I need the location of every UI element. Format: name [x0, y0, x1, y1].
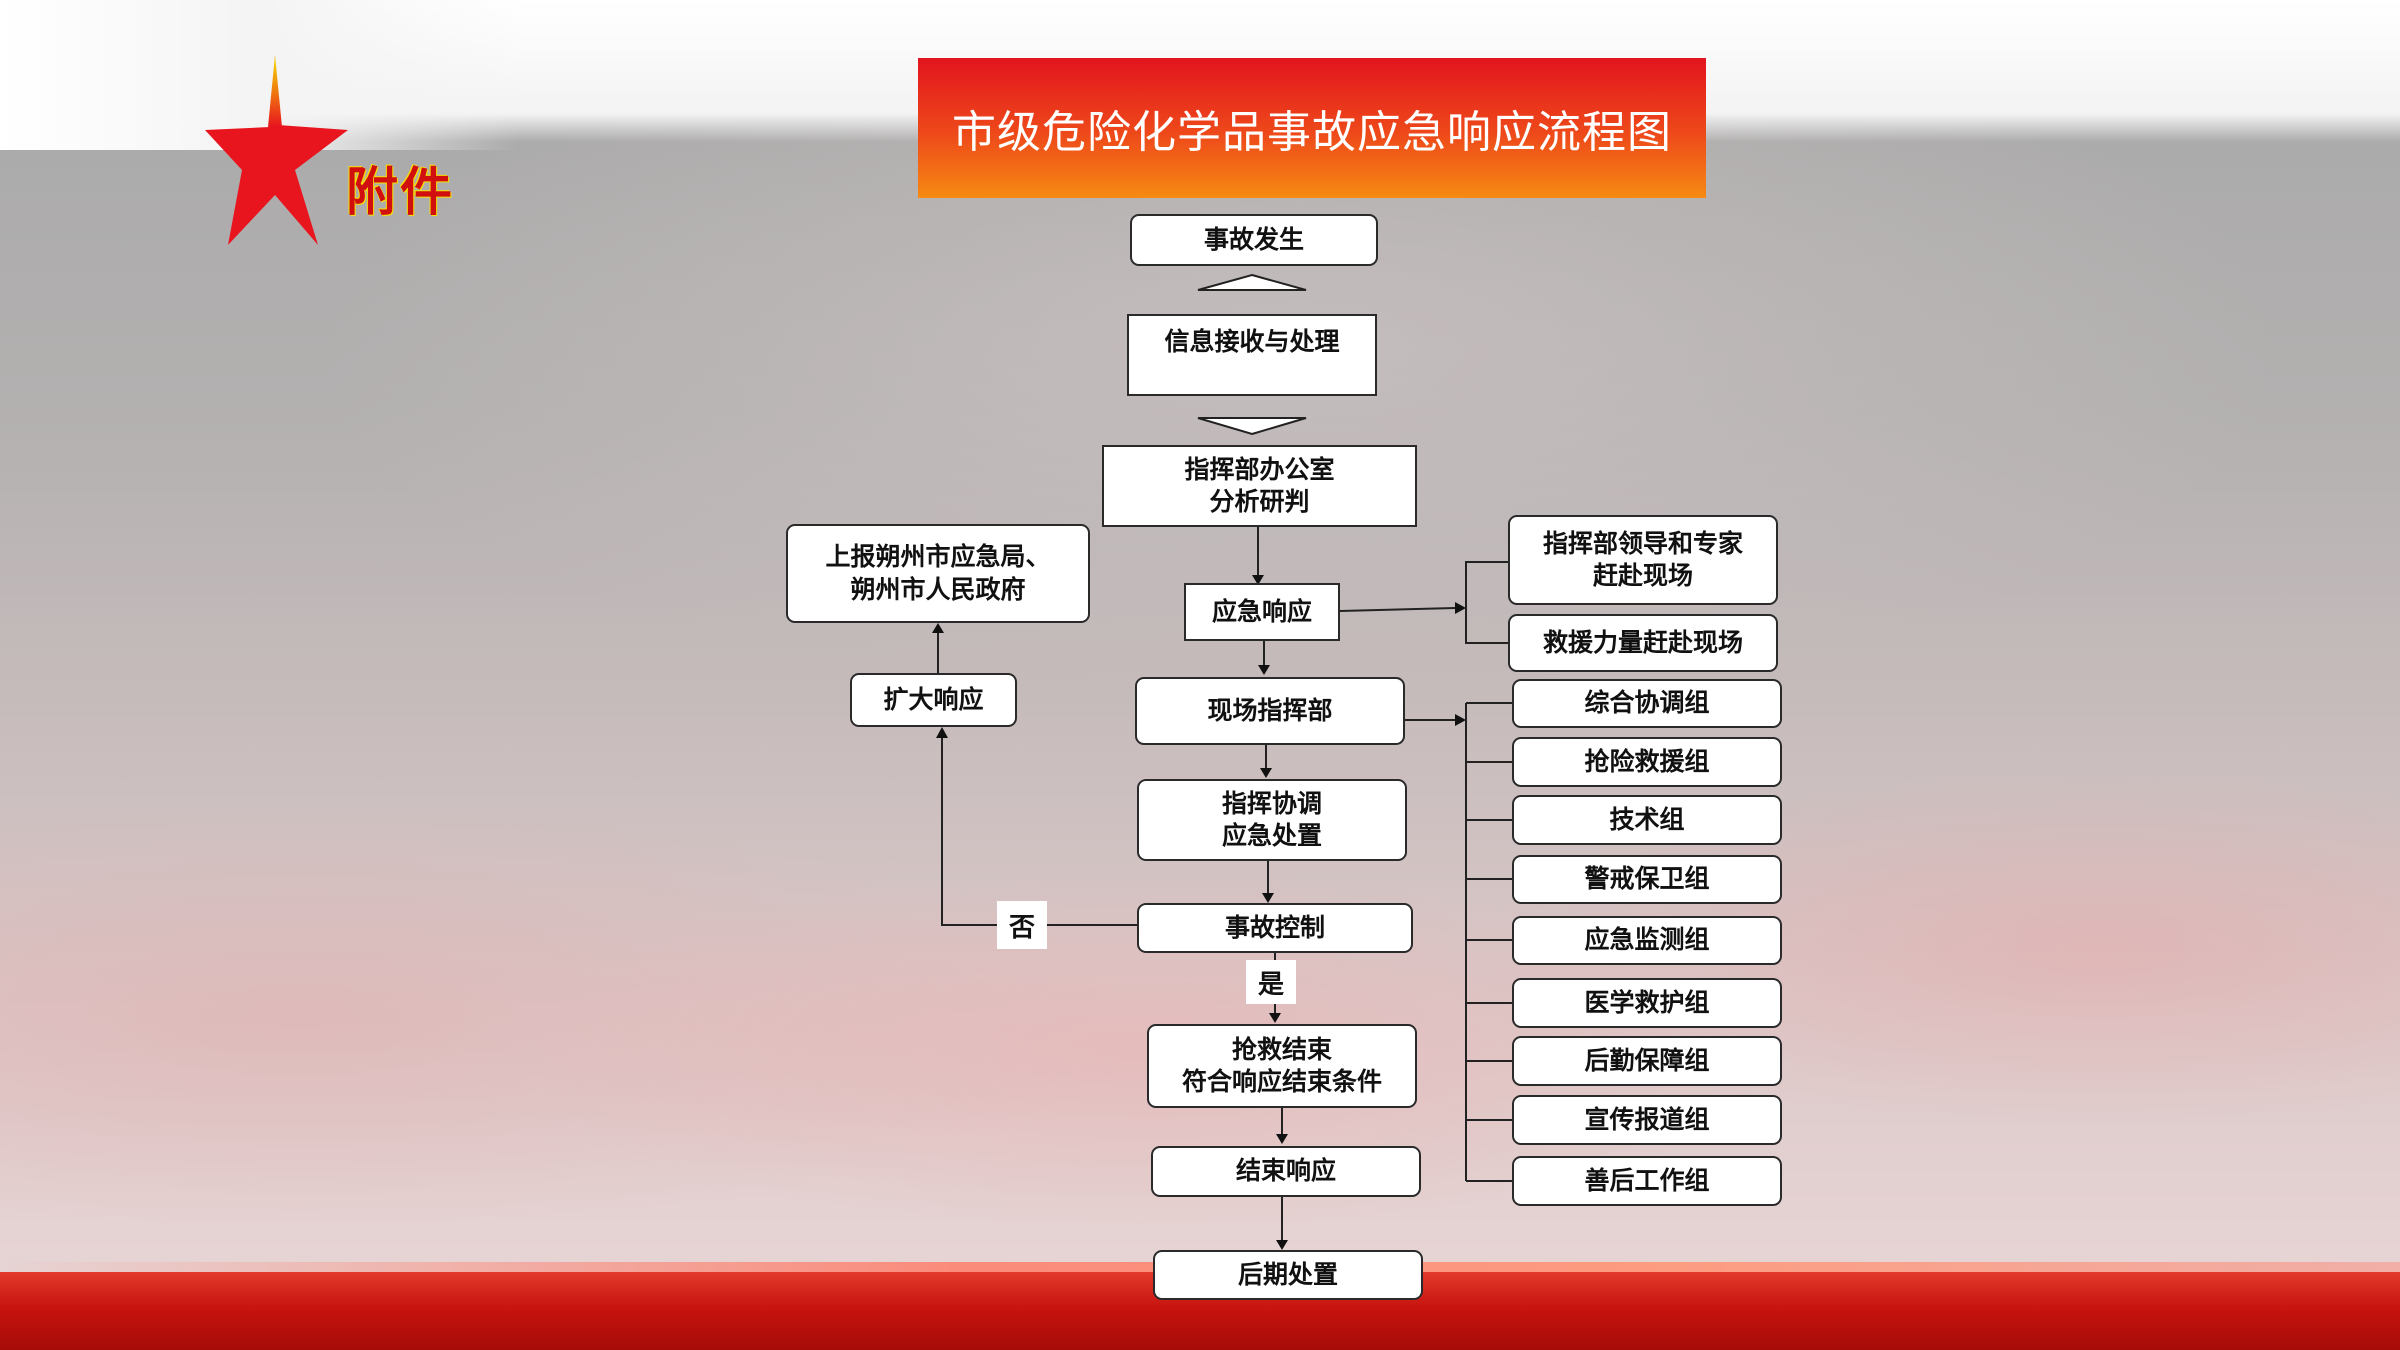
node-report-upward: 上报朔州市应急局、 朔州市人民政府 — [786, 524, 1090, 623]
group-security: 警戒保卫组 — [1512, 855, 1782, 904]
arrowhead — [1276, 1240, 1288, 1250]
node-emergency-response: 应急响应 — [1184, 583, 1340, 641]
connector-response-actions — [1339, 607, 1456, 612]
connector-control-expand — [941, 738, 1137, 926]
node-accident-control: 事故控制 — [1137, 903, 1413, 953]
action-leaders-experts: 指挥部领导和专家 赶赴现场 — [1508, 515, 1778, 605]
node-office-analysis: 指挥部办公室 分析研判 — [1102, 445, 1417, 527]
title-banner: 市级危险化学品事故应急响应流程图 — [918, 58, 1706, 198]
node-command-coordination: 指挥协调 应急处置 — [1137, 779, 1407, 861]
node-accident-occurs: 事故发生 — [1130, 214, 1378, 266]
node-aftermath: 后期处置 — [1153, 1250, 1423, 1300]
node-onsite-command: 现场指挥部 — [1135, 677, 1405, 745]
double-arrow-bottom — [1197, 417, 1307, 436]
group-publicity: 宣传报道组 — [1512, 1095, 1782, 1145]
arrowhead — [1258, 665, 1270, 675]
group-medical: 医学救护组 — [1512, 978, 1782, 1028]
action-rescue-forces: 救援力量赶赴现场 — [1508, 614, 1778, 672]
top-left-highlight — [0, 0, 520, 150]
arrowhead — [932, 623, 944, 633]
label-no: 否 — [997, 901, 1047, 949]
red-star-icon — [205, 55, 348, 245]
node-rescue-end: 抢救结束 符合响应结束条件 — [1147, 1024, 1417, 1108]
arrowhead — [1260, 768, 1272, 778]
group-rescue: 抢险救援组 — [1512, 737, 1782, 787]
node-end-response: 结束响应 — [1151, 1146, 1421, 1197]
page-title: 市级危险化学品事故应急响应流程图 — [952, 107, 1672, 158]
node-info-receive: 信息接收与处理 — [1127, 314, 1377, 396]
arrowhead — [1455, 602, 1466, 614]
label-yes: 是 — [1246, 960, 1296, 1004]
arrowhead — [1276, 1134, 1288, 1144]
group-technical: 技术组 — [1512, 795, 1782, 845]
arrowhead — [1269, 1013, 1281, 1023]
arrowhead — [936, 727, 948, 738]
group-logistics: 后勤保障组 — [1512, 1036, 1782, 1086]
group-monitoring: 应急监测组 — [1512, 916, 1782, 965]
node-expand-response: 扩大响应 — [850, 673, 1017, 727]
double-arrow-top — [1197, 273, 1307, 291]
group-comprehensive-coordination: 综合协调组 — [1512, 679, 1782, 728]
group-aftermath: 善后工作组 — [1512, 1156, 1782, 1206]
attachment-label: 附件 — [346, 162, 455, 223]
arrowhead — [1455, 714, 1466, 726]
arrowhead — [1252, 575, 1264, 585]
arrowhead — [1262, 893, 1274, 903]
actions-bracket — [1465, 561, 1508, 644]
